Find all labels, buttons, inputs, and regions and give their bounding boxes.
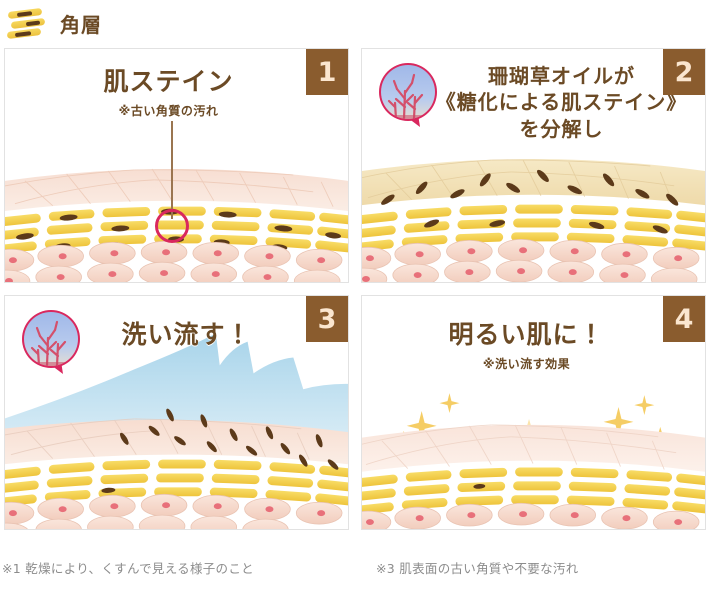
step-badge-4: 4 xyxy=(663,296,705,342)
step-panel-4[interactable]: 明るい肌に！ ※洗い流す効果 4 xyxy=(361,295,706,530)
water-wave xyxy=(5,333,348,439)
step-panel-3[interactable]: 洗い流す！ 3 xyxy=(4,295,349,530)
footnotes: ※1 乾燥により、くすんで見える様子のこと ※3 肌表面の古い角質や不要な汚れ xyxy=(0,558,710,577)
stratum-corneum-cells-icon xyxy=(4,5,50,41)
skin-cross-section-illustration xyxy=(5,168,348,282)
step-panel-2[interactable]: 珊瑚草オイルが 《糖化による肌ステイン》 を分解し 2 xyxy=(361,48,706,283)
step-panel-1[interactable]: 肌ステイン ※古い角質の汚れ 1 xyxy=(4,48,349,283)
stain-particles-lifting xyxy=(381,169,679,234)
coral-plant-bubble-icon xyxy=(379,63,437,127)
footnote-1: ※1 乾燥により、くすんで見える様子のこと xyxy=(2,561,254,576)
step-badge-1: 1 xyxy=(306,49,348,95)
steps-grid: 肌ステイン ※古い角質の汚れ 1 xyxy=(4,48,706,550)
skin-cross-section-illustration xyxy=(5,333,348,529)
skin-cross-section-illustration xyxy=(362,159,705,282)
residual-stain xyxy=(473,483,486,489)
annotation-pointer-line xyxy=(171,121,173,219)
clean-skin-illustration xyxy=(362,393,705,529)
page-header: 角層 xyxy=(0,0,710,46)
footnote-3: ※3 肌表面の古い角質や不要な汚れ xyxy=(376,561,579,576)
coral-oil-layer xyxy=(362,159,705,206)
page-title: 角層 xyxy=(60,12,102,37)
step-badge-2: 2 xyxy=(663,49,705,95)
step-badge-3: 3 xyxy=(306,296,348,342)
coral-plant-bubble-icon xyxy=(22,310,80,374)
stain-particles-washing-away xyxy=(101,408,339,493)
stain-highlight-ring xyxy=(155,209,189,243)
